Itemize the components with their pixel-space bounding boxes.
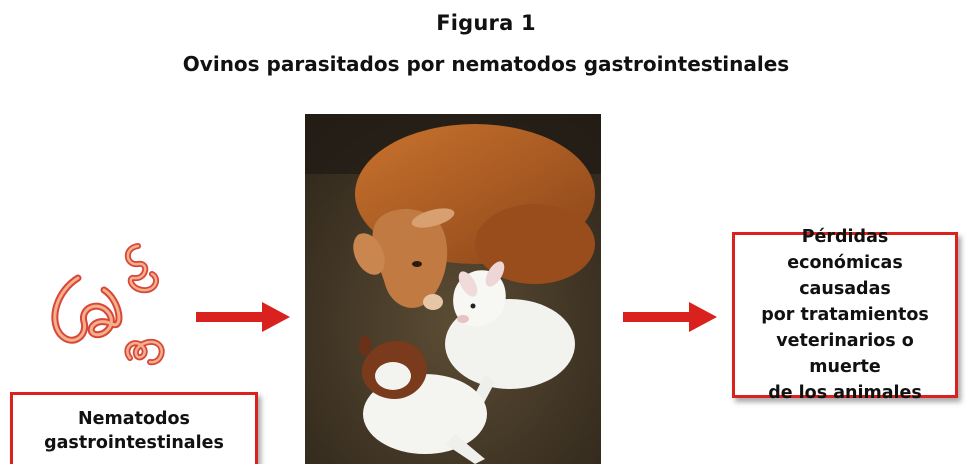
right-arrow-icon — [623, 302, 717, 332]
figure-subtitle: Ovinos parasitados por nematodos gastroi… — [182, 52, 790, 76]
nematode-worms-illustration — [51, 243, 165, 366]
outcome-box: Pérdidas económicas causadas por tratami… — [732, 227, 958, 403]
outcome-text: Pérdidas económicas causadas por tratami… — [761, 227, 929, 403]
right-arrow-icon — [196, 302, 290, 332]
sheep-ewe-with-lambs-photo — [305, 114, 601, 464]
cause-text: Nematodos gastrointestinales — [44, 409, 224, 453]
cause-box: Nematodos gastrointestinales — [10, 392, 258, 464]
figure-title: Figura 1 — [436, 11, 536, 35]
